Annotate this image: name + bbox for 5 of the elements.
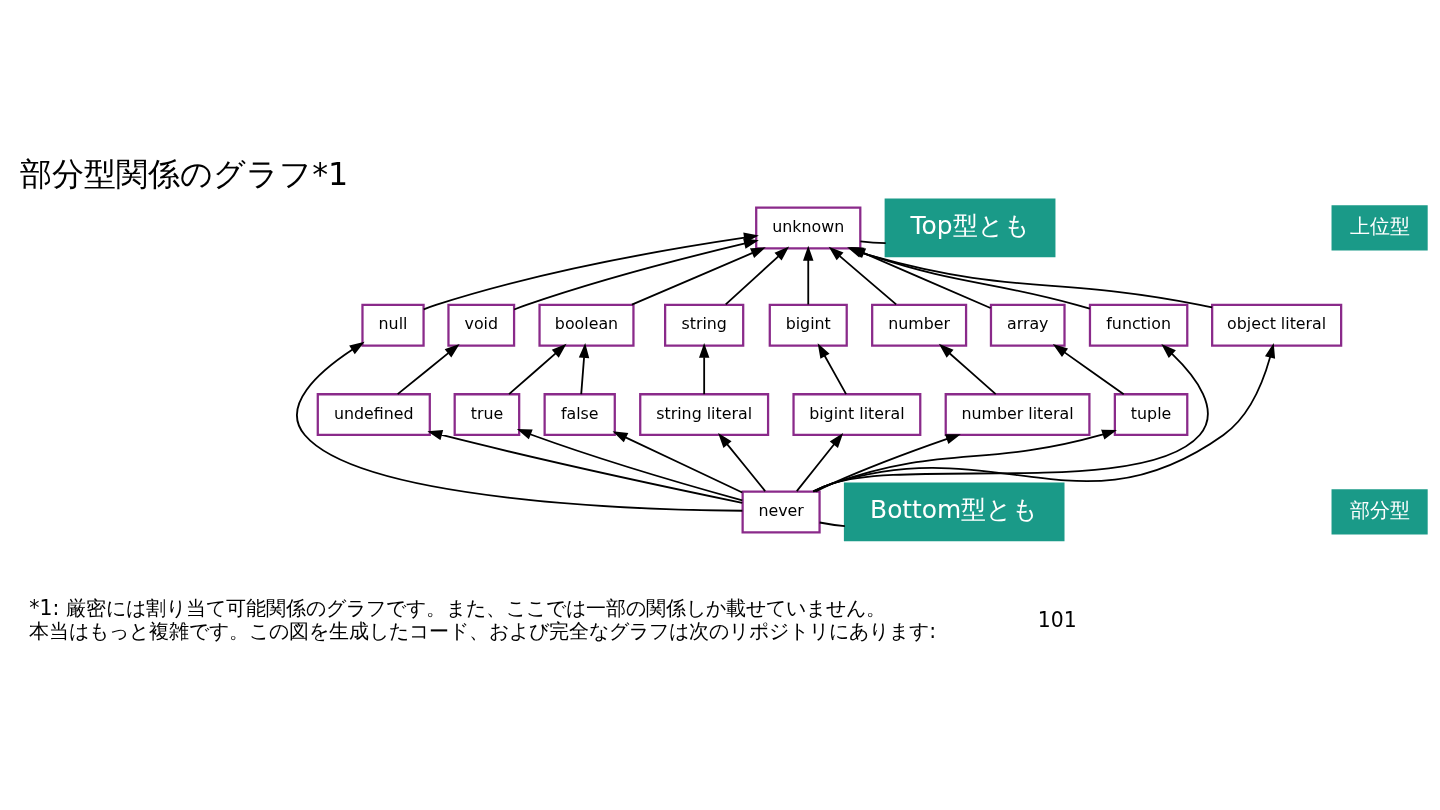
diagram-title: 部分型関係のグラフ*1 xyxy=(20,156,349,193)
label: 上位型 xyxy=(1349,213,1410,238)
label: 101 xyxy=(1037,607,1077,632)
label: 部分型 xyxy=(1349,497,1410,522)
label: *1: 厳密には割り当て可能関係のグラフです。また、ここでは一部の関係しか載せていません。本当はもっと複雑です。この図を生成したコード、および完全なグラフは次のリポジトリにあります: xyxy=(29,596,937,643)
